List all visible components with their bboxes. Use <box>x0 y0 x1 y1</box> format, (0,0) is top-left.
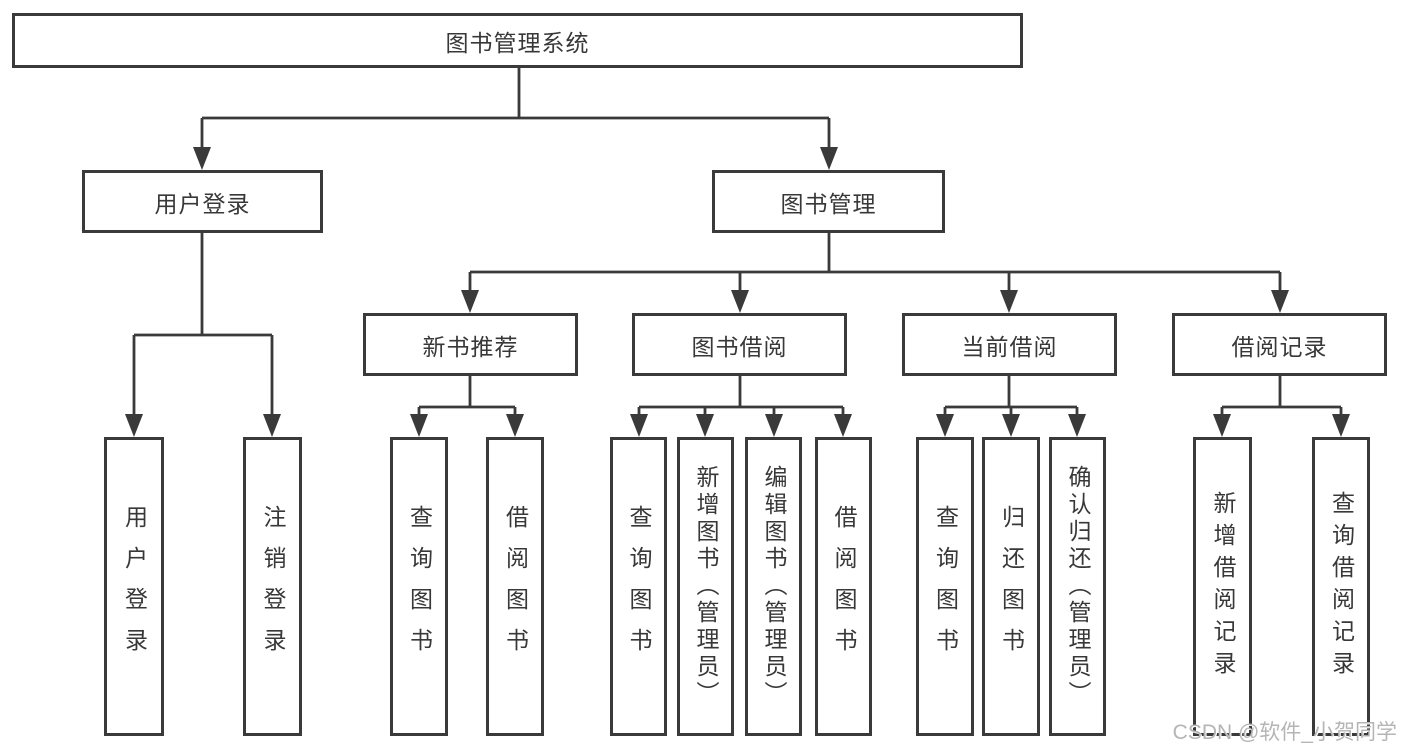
node-label: 新书推荐 <box>422 333 519 360</box>
arrow-down-icon <box>461 290 479 313</box>
arrow-down-icon <box>820 147 838 170</box>
leaf-label: 归还图书 <box>998 504 1025 669</box>
node-current-borrowing: 当前借阅 <box>902 313 1117 376</box>
arrow-down-icon <box>696 414 714 437</box>
leaf-borrowing-edit-books-admin: 编辑图书（管理员） <box>745 437 802 736</box>
node-book-management: 图书管理 <box>712 170 945 233</box>
node-library-management-system: 图书管理系统 <box>12 13 1023 68</box>
arrow-down-icon <box>1271 290 1289 313</box>
leaf-recommend-borrow-books: 借阅图书 <box>486 437 544 736</box>
leaf-borrowing-add-books-admin: 新增图书（管理员） <box>677 437 734 736</box>
leaf-logout: 注销登录 <box>243 437 302 736</box>
arrow-down-icon <box>630 414 648 437</box>
leaf-borrowing-query-books: 查询图书 <box>610 437 667 736</box>
connector-root-to-level2 <box>200 68 831 166</box>
connector-user-login-to-leaves <box>132 233 274 433</box>
node-label: 图书管理 <box>780 190 877 217</box>
connector-borrow-to-leaves <box>637 376 845 433</box>
arrow-down-icon <box>1000 290 1018 313</box>
leaf-label: 查询图书 <box>626 504 652 669</box>
arrow-down-icon <box>410 414 428 437</box>
arrow-down-icon <box>506 414 524 437</box>
arrow-down-icon <box>193 147 211 170</box>
leaf-label: 查询图书 <box>406 504 433 669</box>
leaf-recommend-query-books: 查询图书 <box>390 437 448 736</box>
leaf-borrowing-borrow-books: 借阅图书 <box>815 437 872 736</box>
watermark: CSDN @软件_小贺同学 <box>1172 721 1397 744</box>
arrow-down-icon <box>936 414 954 437</box>
connector-book-mgmt-to-level3 <box>468 233 1282 309</box>
node-label: 借阅记录 <box>1231 333 1328 360</box>
arrow-down-icon <box>263 414 281 437</box>
node-label: 当前借阅 <box>961 333 1058 360</box>
leaf-label: 新增借阅记录 <box>1210 490 1236 683</box>
arrow-down-icon <box>731 290 749 313</box>
arrow-down-icon <box>765 414 783 437</box>
node-new-book-recommend: 新书推荐 <box>363 313 578 376</box>
node-borrowing-records: 借阅记录 <box>1172 313 1387 376</box>
connector-records-to-leaves <box>1220 376 1343 433</box>
connector-recommend-to-leaves <box>417 376 517 433</box>
arrow-down-icon <box>1068 414 1086 437</box>
leaf-label: 注销登录 <box>260 504 286 669</box>
leaf-label: 确认归还（管理员） <box>1065 465 1091 708</box>
leaf-label: 编辑图书（管理员） <box>761 465 787 708</box>
node-book-borrowing: 图书借阅 <box>632 313 847 376</box>
leaf-label: 用户登录 <box>121 504 148 669</box>
arrow-down-icon <box>1332 414 1350 437</box>
node-label: 图书借阅 <box>691 333 788 360</box>
leaf-current-confirm-return-admin: 确认归还（管理员） <box>1049 437 1106 736</box>
leaf-records-add-record: 新增借阅记录 <box>1193 437 1252 736</box>
leaf-label: 借阅图书 <box>502 504 529 669</box>
arrow-down-icon <box>1213 414 1231 437</box>
leaf-label: 新增图书（管理员） <box>693 465 719 708</box>
leaf-label: 查询图书 <box>932 504 959 669</box>
arrowheads <box>125 147 1350 437</box>
leaf-label: 借阅图书 <box>831 504 857 669</box>
node-user-login: 用户登录 <box>82 170 323 233</box>
arrow-down-icon <box>125 414 143 437</box>
leaf-current-query-books: 查询图书 <box>916 437 974 736</box>
arrow-down-icon <box>1002 414 1020 437</box>
arrow-down-icon <box>834 414 852 437</box>
leaf-user-login: 用户登录 <box>104 437 164 736</box>
leaf-current-return-books: 归还图书 <box>982 437 1040 736</box>
leaf-label: 查询借阅记录 <box>1328 490 1355 683</box>
connector-lines <box>132 68 1343 433</box>
node-label: 用户登录 <box>154 190 251 217</box>
node-label: 图书管理系统 <box>445 29 590 56</box>
leaf-records-query-record: 查询借阅记录 <box>1312 437 1370 736</box>
